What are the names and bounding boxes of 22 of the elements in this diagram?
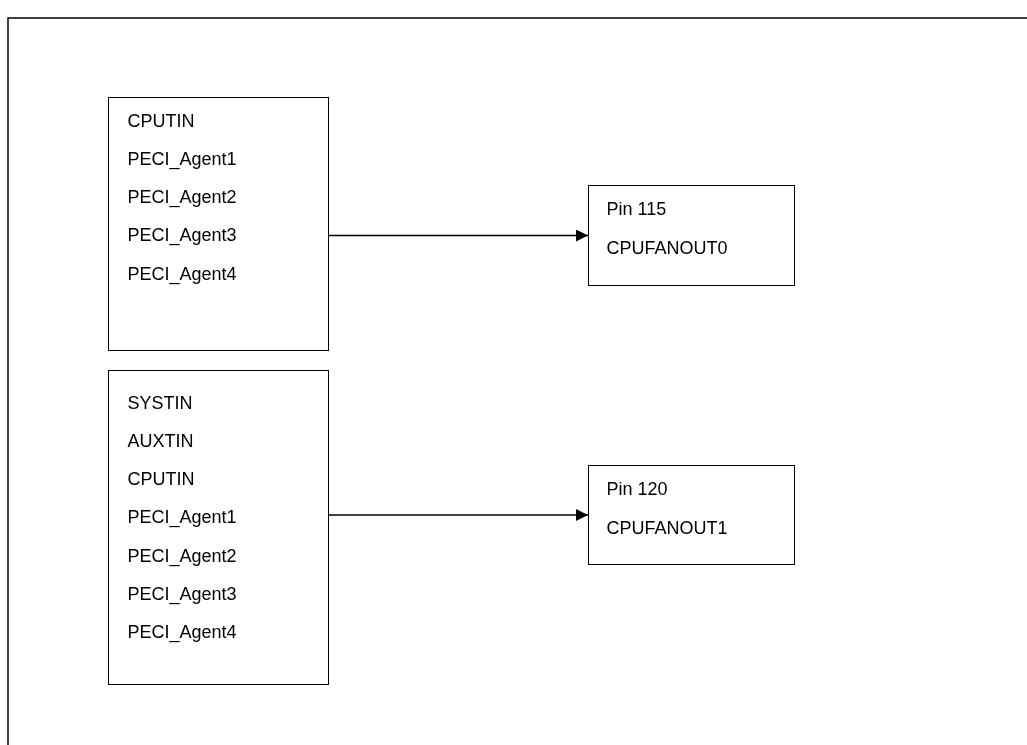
signal-name: AUXTIN	[127, 429, 194, 452]
signal-name: PECI_Agent2	[127, 544, 237, 567]
signal-name: Pin 120	[606, 477, 668, 500]
signal-box	[588, 465, 795, 565]
signal-name: PECI_Agent1	[127, 147, 237, 170]
arrow	[328, 229, 589, 242]
signal-name: CPUTIN	[127, 109, 195, 132]
arrow	[328, 509, 589, 521]
signal-name: SYSTIN	[127, 391, 193, 414]
signal-name: Pin 115	[606, 197, 667, 220]
signal-name: PECI_Agent3	[127, 224, 237, 247]
signal-name: PECI_Agent3	[127, 583, 237, 605]
signal-name: CPUTIN	[127, 468, 195, 491]
signal-box	[588, 185, 795, 286]
signal-name: CPUFANOUT1	[606, 516, 728, 539]
signal-name: PECI_Agent1	[127, 506, 237, 529]
signal-name: PECI_Agent2	[127, 186, 237, 209]
signal-box	[108, 370, 329, 685]
signal-box	[108, 97, 329, 351]
signal-name: CPUFANOUT0	[606, 236, 728, 259]
signal-name: PECI_Agent4	[127, 621, 237, 644]
signal-name: PECI_Agent4	[127, 262, 237, 285]
